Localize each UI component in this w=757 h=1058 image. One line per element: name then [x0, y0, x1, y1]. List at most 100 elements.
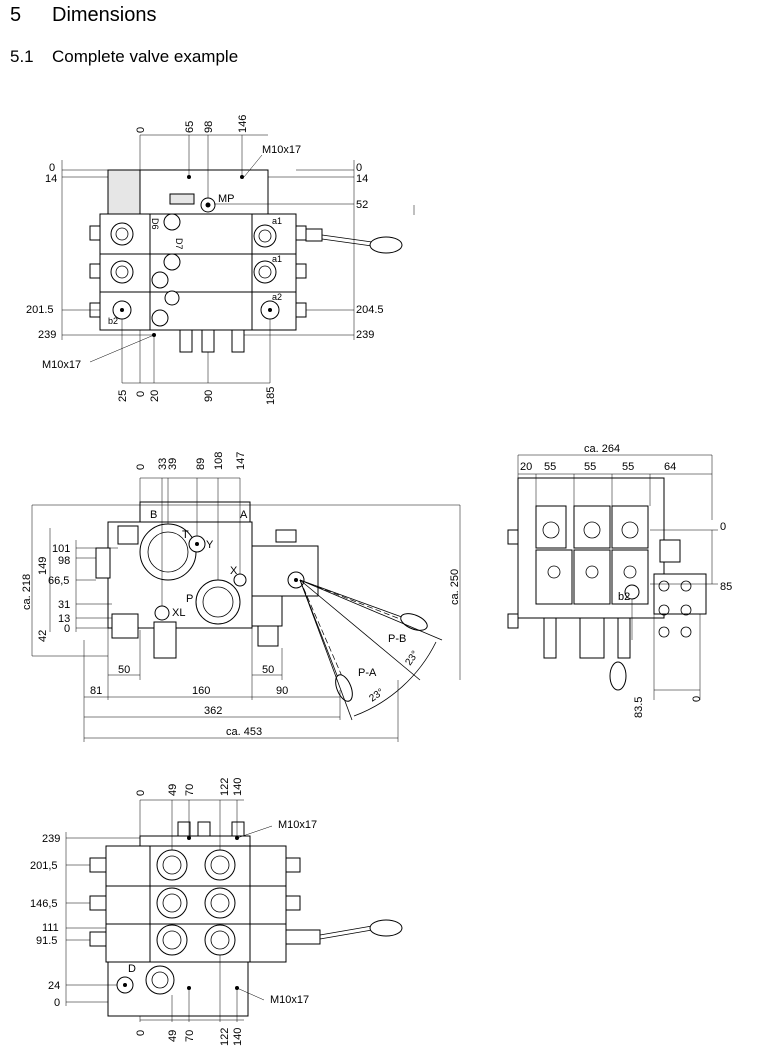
section-heading: 5 Dimensions	[10, 4, 156, 27]
section-number: 5	[10, 4, 22, 26]
label-d6: D6	[150, 218, 160, 230]
dim-front-top-147: 147	[235, 452, 247, 470]
dim-top-65: 65	[184, 121, 196, 133]
dim-front-362: 362	[204, 705, 222, 717]
dim-bot-top-0: 0	[135, 790, 147, 796]
dim-bot-bottom-140: 140	[232, 1028, 244, 1046]
dim-bottom-185: 185	[265, 387, 277, 405]
thread-label-bot-top: M10x17	[278, 819, 317, 831]
view-top-drawing: 0 65 98 146 M10x17 0 14 201.5 239 0 14 5…	[26, 115, 415, 405]
dim-bottom-20: 20	[149, 390, 161, 402]
dim-front-81: 81	[90, 685, 102, 697]
dim-top-98: 98	[203, 121, 215, 133]
dim-bot-left-201-5: 201,5	[30, 860, 58, 872]
dim-side-20: 20	[520, 461, 532, 473]
dim-front-left-13: 13	[58, 613, 70, 625]
label-a2: a2	[272, 292, 282, 302]
thread-label-top: M10x17	[262, 144, 301, 156]
dim-front-left-98: 98	[58, 555, 70, 567]
dim-bot-bottom-49: 49	[167, 1030, 179, 1042]
section-title: Dimensions	[52, 4, 157, 26]
dim-side-64: 64	[664, 461, 676, 473]
lever-label-pa: P-A	[358, 667, 377, 679]
thread-label-bottom: M10x17	[42, 359, 81, 371]
port-label-a: A	[240, 509, 248, 521]
dim-side-83-5: 83.5	[633, 697, 645, 718]
dim-right-204-5: 204.5	[356, 304, 384, 316]
dim-front-left-31: 31	[58, 599, 70, 611]
dim-left-14: 14	[45, 173, 57, 185]
label-b2: b2	[108, 316, 118, 326]
dim-side-right-85: 85	[720, 581, 732, 593]
port-label-x: X	[230, 565, 238, 577]
dim-front-left-0: 0	[64, 623, 70, 635]
label-mp: MP	[218, 193, 235, 205]
dim-bot-left-111: 111	[42, 922, 59, 934]
port-label-xl: XL	[172, 607, 185, 619]
lever-label-pb: P-B	[388, 633, 406, 645]
dim-bot-left-239: 239	[42, 833, 60, 845]
dim-bot-bottom-0: 0	[135, 1030, 147, 1036]
dim-top-146: 146	[237, 115, 249, 133]
subsection-title: Complete valve example	[52, 47, 239, 66]
dim-side-right-0: 0	[720, 521, 726, 533]
subsection-number: 5.1	[10, 47, 34, 66]
label-a1-lower: a1	[272, 254, 282, 264]
view-bottom-drawing: 0 49 70 122 140 0 49 70 122 140 239 201,…	[30, 778, 403, 1046]
label-port-d: D	[128, 963, 136, 975]
dim-right-14: 14	[356, 173, 368, 185]
dim-bot-bottom-122: 122	[219, 1028, 231, 1046]
thread-label-bot-bottom: M10x17	[270, 994, 309, 1006]
dim-bottom-25: 25	[117, 390, 129, 402]
dim-bottom-0: 0	[135, 391, 147, 397]
dim-front-ca453: ca. 453	[226, 726, 262, 738]
dim-bot-left-24: 24	[48, 980, 60, 992]
label-side-b2: b2	[618, 591, 630, 603]
port-label-t: T	[182, 529, 189, 541]
dim-right-239: 239	[356, 329, 374, 341]
dim-side-55c: 55	[622, 461, 634, 473]
label-a1-upper: a1	[272, 216, 282, 226]
dim-bot-left-0: 0	[54, 997, 60, 1009]
dim-front-50a: 50	[118, 664, 130, 676]
dim-front-top-33: 33	[157, 458, 169, 470]
dim-bottom-90: 90	[203, 390, 215, 402]
dim-front-top-89: 89	[195, 458, 207, 470]
dim-bot-top-140: 140	[232, 778, 244, 796]
dim-front-left-66-5: 66,5	[48, 575, 69, 587]
port-label-b: B	[150, 509, 157, 521]
dim-bot-bottom-70: 70	[184, 1030, 196, 1042]
dim-front-left-101: 101	[52, 543, 70, 555]
dim-front-149: 149	[37, 557, 49, 575]
dim-side-55a: 55	[544, 461, 556, 473]
dim-right-0: 0	[356, 162, 362, 174]
dim-bot-top-70: 70	[184, 784, 196, 796]
dim-front-top-108: 108	[213, 452, 225, 470]
dim-bot-top-122: 122	[219, 778, 231, 796]
port-label-p: P	[186, 593, 193, 605]
dim-side-bottom-0: 0	[691, 696, 703, 702]
view-front-drawing: 0 33 39 89 108 147 101 98 66,5 31 13 0 1…	[21, 452, 461, 742]
dim-front-top-0: 0	[135, 464, 147, 470]
lever-angle-1: 23°	[403, 649, 421, 668]
dim-bot-left-146-5: 146,5	[30, 898, 58, 910]
dim-front-ca250: ca. 250	[449, 569, 461, 605]
view-side-drawing: ca. 264 20 55 55 55 64 0 85 83.5 0 b2	[507, 443, 732, 718]
dim-bot-left-91-5: 91.5	[36, 935, 57, 947]
dim-front-ca218: ca. 218	[21, 574, 33, 610]
dim-front-42: 42	[37, 630, 49, 642]
dim-left-239: 239	[38, 329, 56, 341]
label-d7: D7	[174, 238, 184, 250]
dim-left-201-5: 201.5	[26, 304, 54, 316]
dim-bot-top-49: 49	[167, 784, 179, 796]
port-label-y: Y	[206, 539, 214, 551]
dim-front-50b: 50	[262, 664, 274, 676]
dim-side-ca264: ca. 264	[584, 443, 620, 455]
dim-left-0: 0	[49, 162, 55, 174]
lever-angle-2: 23°	[367, 687, 386, 705]
subsection-heading: 5.1 Complete valve example	[10, 47, 238, 67]
dim-side-55b: 55	[584, 461, 596, 473]
dim-front-160: 160	[192, 685, 210, 697]
dim-top-0: 0	[135, 127, 147, 133]
